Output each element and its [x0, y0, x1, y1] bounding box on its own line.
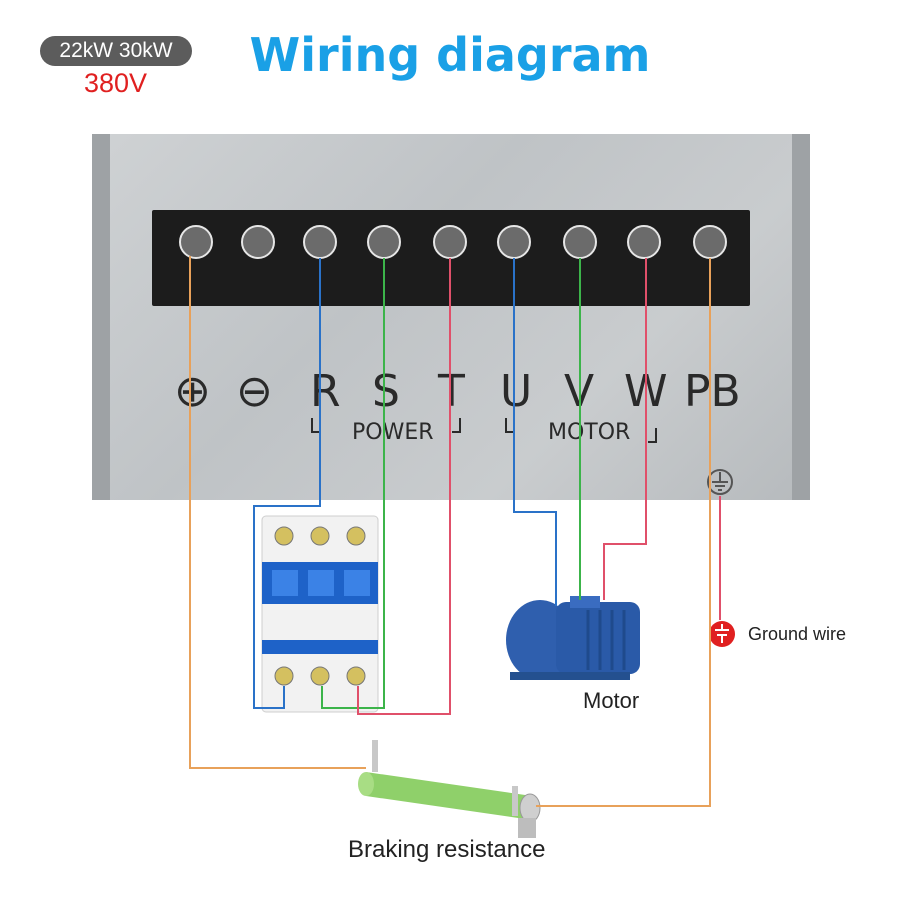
- terminal-label-minus: ⊖: [236, 366, 273, 417]
- breaker-bottom-terminal-2: [310, 666, 330, 686]
- motor-label: Motor: [583, 688, 640, 713]
- power-bracket-left: [311, 418, 320, 433]
- terminal-label-s: S: [372, 366, 400, 417]
- terminal-screws: [179, 225, 727, 259]
- braking-resistance-label: Braking resistance: [348, 836, 546, 863]
- screw-r: [303, 225, 337, 259]
- motor-bracket-left: [505, 418, 514, 433]
- ground-wire-label: Ground wire: [748, 624, 847, 644]
- screw-u: [497, 225, 531, 259]
- wires: [189, 256, 721, 807]
- screw-w: [627, 225, 661, 259]
- power-rating-badge: 22kW 30kW: [40, 36, 192, 66]
- wire-w-to-motor: [603, 258, 647, 600]
- wire-t-to-breaker: [357, 258, 451, 715]
- breaker-top-terminal-2: [310, 526, 330, 546]
- terminal-label-pb: PB: [684, 366, 741, 417]
- screw-t: [433, 225, 467, 259]
- wire-r-to-breaker: [253, 258, 321, 709]
- circuit-breaker: [261, 515, 379, 713]
- ground-wire-icon: [709, 621, 735, 647]
- breaker-bottom-terminal-1: [274, 666, 294, 686]
- screw-pb: [693, 225, 727, 259]
- motor-bracket-right: [648, 428, 657, 443]
- screw-minus: [241, 225, 275, 259]
- terminal-label-plus: ⊕: [174, 366, 211, 417]
- group-brackets: [311, 418, 657, 443]
- screw-plus: [179, 225, 213, 259]
- motor-icon: [506, 596, 640, 680]
- wire-s-to-breaker: [321, 258, 385, 709]
- screw-s: [367, 225, 401, 259]
- wire-u-to-motor: [513, 258, 557, 606]
- panel-left-edge: [92, 134, 110, 500]
- breaker-top-terminal-1: [274, 526, 294, 546]
- breaker-top-terminal-3: [346, 526, 366, 546]
- wire-pb-to-resistor: [536, 258, 711, 807]
- panel-right-edge: [792, 134, 810, 500]
- screw-v: [563, 225, 597, 259]
- braking-resistor-icon: [358, 740, 541, 838]
- page-title: Wiring diagram: [249, 28, 651, 82]
- terminal-label-t: T: [438, 366, 465, 417]
- terminal-label-r: R: [310, 366, 341, 417]
- earth-symbol-icon: [707, 469, 733, 495]
- terminal-label-u: U: [500, 366, 533, 417]
- power-bracket-right: [452, 418, 461, 433]
- wire-plus-to-resistor: [189, 256, 366, 769]
- motor-group-label: MOTOR: [548, 420, 631, 445]
- voltage-label: 380V: [84, 68, 148, 98]
- breaker-bottom-terminal-3: [346, 666, 366, 686]
- power-group-label: POWER: [352, 420, 434, 445]
